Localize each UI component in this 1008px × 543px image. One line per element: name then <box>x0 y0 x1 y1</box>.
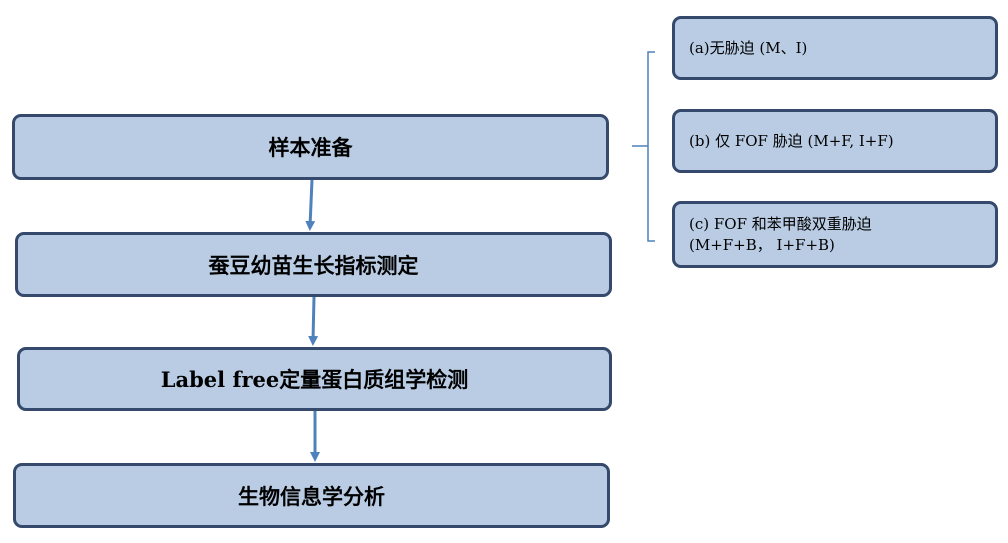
flow-arrow-1 <box>305 179 316 231</box>
flow-step-growth-measurement: 蚕豆幼苗生长指标测定 <box>15 232 612 297</box>
condition-no-stress: (a)无胁迫 (M、I) <box>672 16 998 80</box>
flow-step-bioinformatics-analysis: 生物信息学分析 <box>13 463 610 528</box>
flow-step-label: 生物信息学分析 <box>238 483 385 509</box>
flow-step-proteomics-detection: Label free定量蛋白质组学检测 <box>17 347 612 411</box>
flow-step-label: 蚕豆幼苗生长指标测定 <box>208 252 419 278</box>
condition-label: (b) 仅 FOF 胁迫 (M+F, I+F) <box>689 131 894 150</box>
condition-label: (c) FOF 和苯甲酸双重胁迫 (M+F+B， I+F+B) <box>689 214 872 254</box>
condition-fof-stress: (b) 仅 FOF 胁迫 (M+F, I+F) <box>672 109 998 173</box>
condition-label: (a)无胁迫 (M、I) <box>689 38 808 57</box>
flow-step-label: 样本准备 <box>268 135 353 160</box>
flow-step-sample-preparation: 样本准备 <box>12 114 609 180</box>
flow-arrow-2 <box>308 296 319 346</box>
condition-bracket <box>632 51 655 242</box>
flow-step-label: Label free定量蛋白质组学检测 <box>160 367 469 392</box>
condition-fof-benzoic-acid-stress: (c) FOF 和苯甲酸双重胁迫 (M+F+B， I+F+B) <box>672 201 998 268</box>
